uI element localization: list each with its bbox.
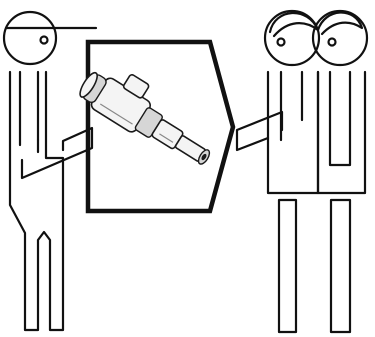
right-person-front-head bbox=[263, 9, 321, 67]
right-persons bbox=[235, 9, 369, 334]
cylindrical-component-icon bbox=[79, 71, 211, 165]
left-person-body bbox=[8, 70, 94, 332]
arrow-frame bbox=[85, 39, 236, 214]
right-person-front-body bbox=[235, 70, 320, 334]
left-person-head bbox=[2, 10, 98, 66]
right-person-back-body bbox=[316, 70, 367, 334]
left-person bbox=[2, 10, 98, 332]
right-person-back-head bbox=[311, 9, 369, 67]
